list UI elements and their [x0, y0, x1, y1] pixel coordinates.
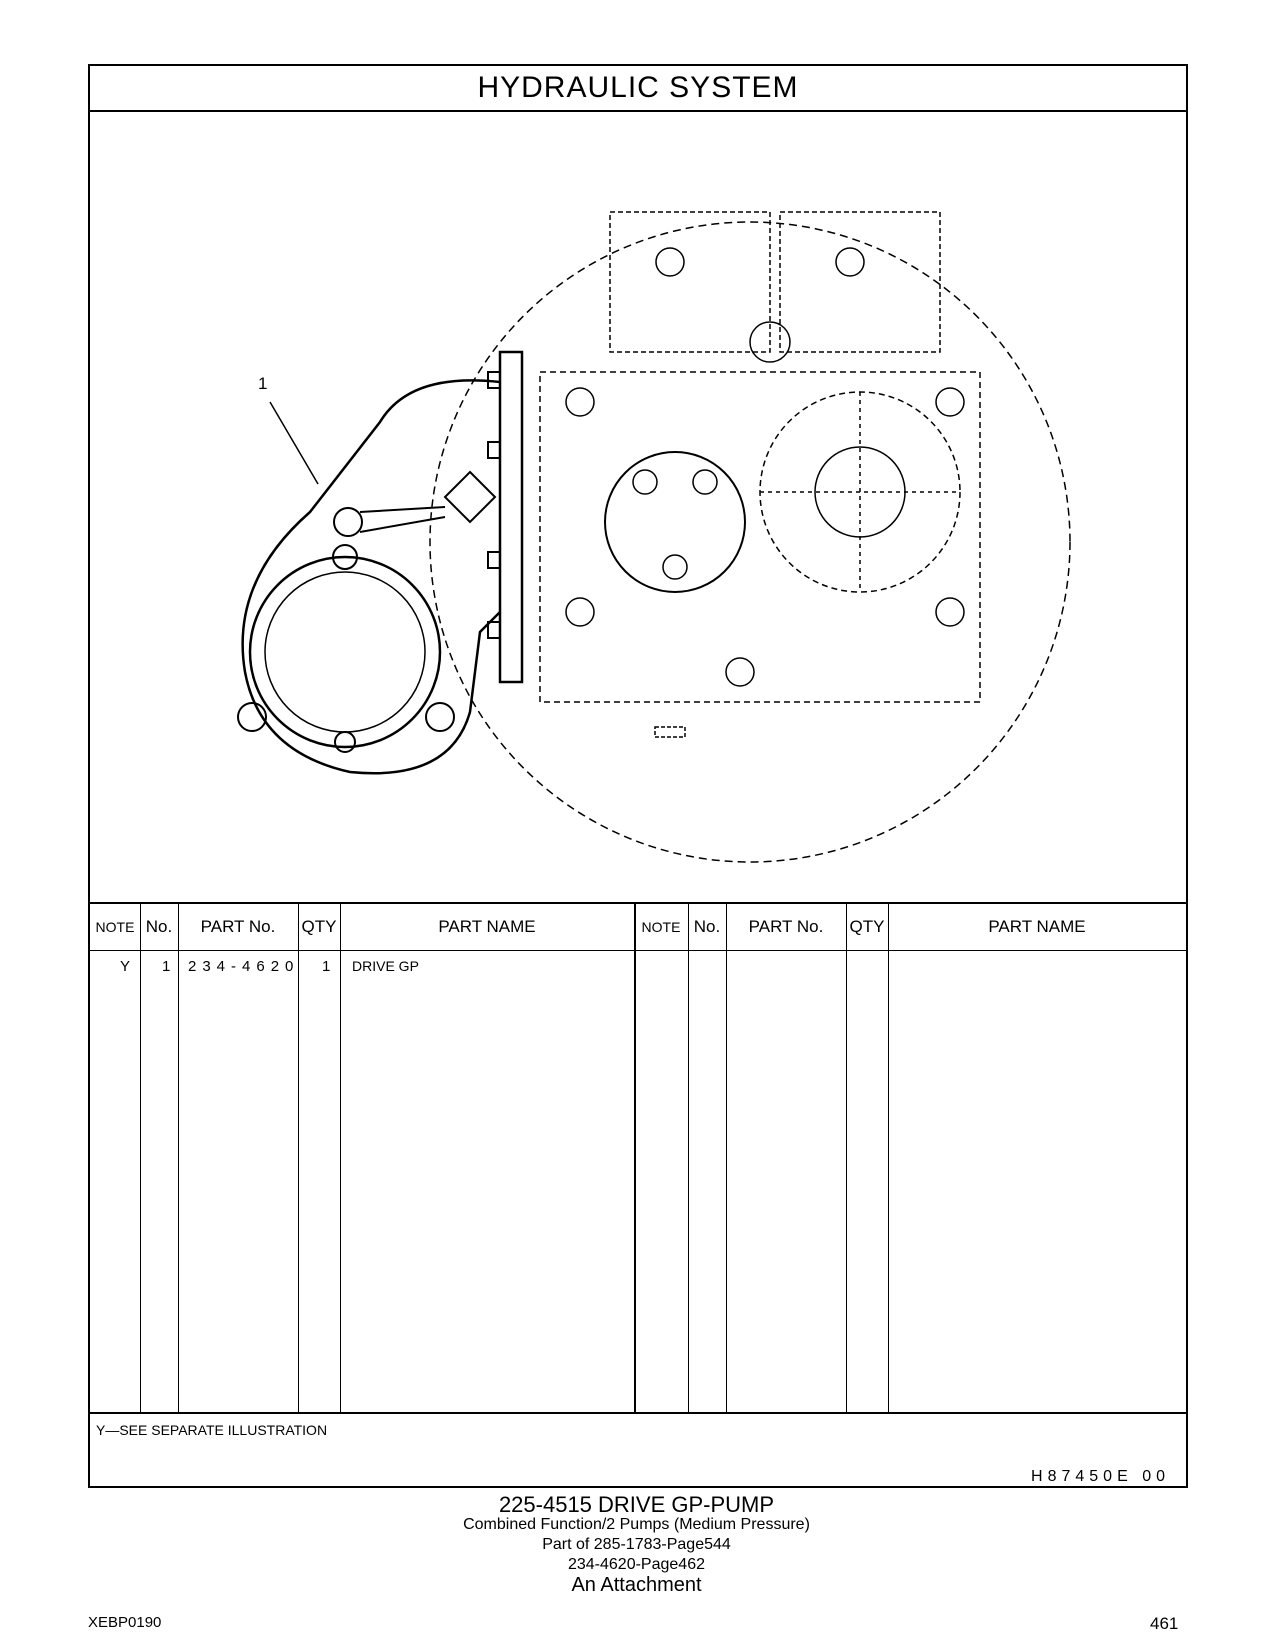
page-number: 461 [1150, 1614, 1179, 1633]
row-part-no: 234-4620 [188, 958, 300, 975]
bolt-head [935, 387, 965, 417]
row-no: 1 [162, 958, 171, 975]
bolt-head [655, 247, 685, 277]
row-note: Y [120, 958, 131, 975]
bolt-head [334, 731, 356, 753]
bolt-head [835, 247, 865, 277]
bolt-head [237, 702, 267, 732]
pump-block-outline [539, 371, 981, 703]
header-divider [90, 950, 1186, 951]
header-part-name: PART NAME [438, 917, 536, 936]
document-id: XEBP0190 [88, 1614, 162, 1631]
bolt-head [692, 469, 718, 495]
bolt-head [725, 657, 755, 687]
callout-leader [269, 401, 319, 485]
row-qty: 1 [322, 958, 331, 975]
port-fitting [443, 470, 497, 524]
bolt-head [333, 507, 363, 537]
header-note: NOTE [95, 919, 135, 935]
valve-block-right [779, 211, 941, 353]
drive-gear-housing [241, 379, 501, 775]
row-part-name: DRIVE GP [352, 958, 419, 974]
caption-reference: 234-4620-Page462 [567, 1556, 705, 1573]
header-qty: QTY [301, 917, 337, 936]
bolt-head [749, 321, 791, 363]
header-no: No. [145, 917, 173, 936]
bolt-head [565, 597, 595, 627]
parts-page-frame: HYDRAULIC SYSTEM [88, 64, 1188, 1488]
bolt-head [332, 544, 358, 570]
header-part-no: PART No. [200, 917, 276, 936]
caption-subtitle: Combined Function/2 Pumps (Medium Pressu… [463, 1516, 810, 1533]
header-part-name-right: PART NAME [988, 917, 1086, 936]
exploded-view-illustration: 1 [90, 112, 1186, 902]
footnote-text: Y—SEE SEPARATE ILLUSTRATION [96, 1422, 328, 1438]
header-no-right: No. [693, 917, 721, 936]
drive-gear-cover [248, 555, 442, 749]
bolt-head [662, 554, 688, 580]
flywheel-housing-outline [429, 221, 1071, 863]
parts-table: NOTE No. PART No. QTY PART NAME NOTE No.… [90, 902, 1186, 1412]
valve-block-left [609, 211, 771, 353]
caption-part-of: Part of 285-1783-Page544 [542, 1536, 731, 1553]
illustration-code: H87450E 00 [1031, 1468, 1170, 1485]
caption-attachment: An Attachment [571, 1574, 702, 1596]
gear-pump-left [604, 451, 746, 593]
header-note-right: NOTE [641, 919, 681, 935]
bolt-head [935, 597, 965, 627]
bolt-head [425, 702, 455, 732]
bolt-head [565, 387, 595, 417]
header-part-no-right: PART No. [748, 917, 824, 936]
footnote-section: Y—SEE SEPARATE ILLUSTRATION H87450E 00 [90, 1412, 1186, 1488]
callout-number: 1 [258, 374, 268, 393]
drive-flange [498, 350, 524, 684]
caption-title: 225-4515 DRIVE GP-PUMP [498, 1492, 775, 1517]
drive-pump-drawing [237, 211, 1071, 863]
header-qty-right: QTY [849, 917, 885, 936]
bolt-head [632, 469, 658, 495]
section-title: HYDRAULIC SYSTEM [90, 66, 1186, 112]
